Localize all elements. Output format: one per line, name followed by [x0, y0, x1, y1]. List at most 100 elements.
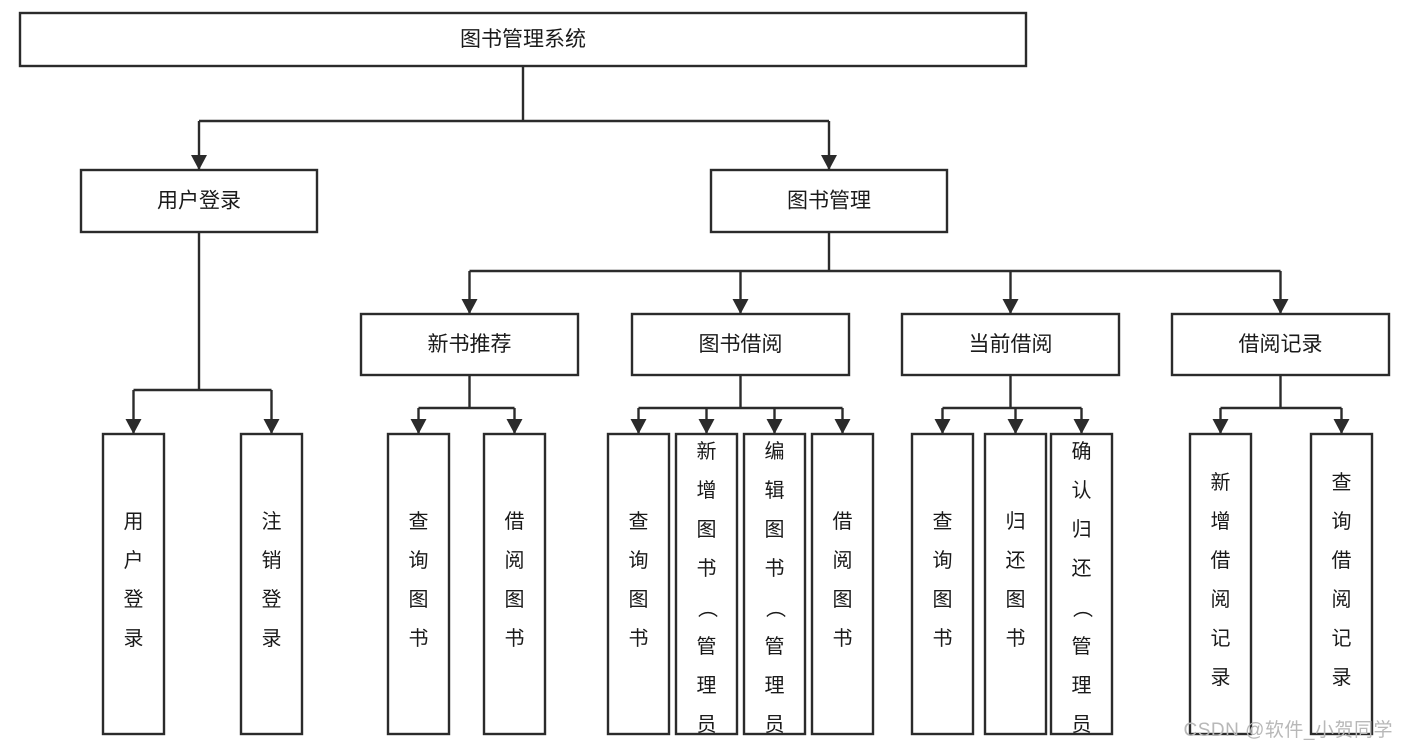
svg-text:借: 借	[1332, 549, 1352, 572]
svg-text:询: 询	[933, 549, 953, 572]
node-l3-新书推荐[interactable]: 新书推荐	[359, 312, 580, 377]
node-l3-图书借阅-label: 图书借阅	[699, 333, 783, 356]
node-l3-新书推荐-rect[interactable]	[359, 312, 580, 377]
node-leaf-0-用户登录-rect[interactable]	[101, 432, 166, 736]
arrow-head-icon	[934, 419, 951, 434]
svg-text:图: 图	[629, 589, 649, 611]
svg-text:员: 员	[1072, 714, 1092, 736]
node-l2-图书管理[interactable]: 图书管理	[709, 168, 949, 234]
svg-text:图: 图	[833, 589, 853, 611]
svg-text:查: 查	[933, 510, 953, 533]
node-root-图书管理系统-label: 图书管理系统	[460, 28, 586, 51]
arrow-head-icon	[410, 419, 427, 434]
node-leaf-11-新增借阅记录-rect[interactable]	[1188, 432, 1253, 736]
svg-text:用: 用	[124, 511, 144, 533]
svg-text:阅: 阅	[833, 549, 853, 572]
node-root-图书管理系统[interactable]: 图书管理系统	[18, 11, 1028, 68]
csdn-watermark: CSDN @软件_小贺同学	[1183, 720, 1393, 741]
arrow-head-icon	[834, 419, 851, 434]
arrow-head-icon	[821, 155, 837, 170]
arrow-head-icon	[1002, 299, 1019, 314]
arrow-head-icon	[630, 419, 647, 434]
svg-text:询: 询	[629, 549, 649, 572]
svg-text:认: 认	[1072, 479, 1092, 502]
node-leaf-3-借阅图书-rect[interactable]	[482, 432, 547, 736]
svg-text:编: 编	[765, 440, 785, 463]
node-leaf-5-新增图书管理员-rect[interactable]	[674, 432, 739, 736]
node-l2-用户登录-rect[interactable]	[79, 168, 319, 234]
svg-text:查: 查	[629, 510, 649, 533]
node-l3-借阅记录-label: 借阅记录	[1239, 333, 1323, 356]
svg-text:新: 新	[1211, 471, 1231, 494]
node-l2-图书管理-rect[interactable]	[709, 168, 949, 234]
svg-text:员: 员	[765, 714, 785, 736]
node-leaf-0-用户登录[interactable]: 用户登录	[101, 432, 166, 736]
node-l3-借阅记录[interactable]: 借阅记录	[1170, 312, 1391, 377]
arrow-head-icon	[191, 155, 207, 170]
node-l2-图书管理-label: 图书管理	[787, 190, 871, 213]
svg-text:图: 图	[409, 589, 429, 611]
node-leaf-4-查询图书-rect[interactable]	[606, 432, 671, 736]
svg-text:销: 销	[262, 549, 282, 572]
arrow-head-icon	[506, 419, 523, 434]
node-leaf-6-编辑图书管理员-rect[interactable]	[742, 432, 807, 736]
svg-text:借: 借	[505, 510, 525, 533]
svg-text:书: 书	[1006, 627, 1026, 650]
svg-text:记: 记	[1332, 627, 1352, 650]
node-l3-图书借阅[interactable]: 图书借阅	[630, 312, 851, 377]
svg-text:管: 管	[765, 635, 785, 658]
node-l3-借阅记录-rect[interactable]	[1170, 312, 1391, 377]
svg-text:录: 录	[262, 628, 282, 650]
node-leaf-2-查询图书-rect[interactable]	[386, 432, 451, 736]
node-l2-用户登录[interactable]: 用户登录	[79, 168, 319, 234]
node-leaf-9-归还图书-rect[interactable]	[983, 432, 1048, 736]
svg-text:阅: 阅	[1211, 588, 1231, 611]
node-leaf-1-注销登录-rect[interactable]	[239, 432, 304, 736]
arrow-head-icon	[1073, 419, 1090, 434]
node-leaf-12-查询借阅记录-rect[interactable]	[1309, 432, 1374, 736]
arrow-head-icon	[732, 299, 749, 314]
node-leaf-7-借阅图书-rect[interactable]	[810, 432, 875, 736]
arrow-head-icon	[125, 419, 142, 434]
node-l2-用户登录-label: 用户登录	[157, 190, 241, 213]
connector-layer	[125, 66, 1350, 434]
svg-text:确: 确	[1072, 440, 1092, 463]
node-leaf-10-确认归还管理员-rect[interactable]	[1049, 432, 1114, 736]
arrow-head-icon	[263, 419, 280, 434]
node-root-图书管理系统-rect[interactable]	[18, 11, 1028, 68]
svg-text:书: 书	[765, 557, 785, 580]
node-l3-当前借阅-rect[interactable]	[900, 312, 1121, 377]
svg-text:理: 理	[1072, 675, 1092, 697]
svg-text:查: 查	[409, 510, 429, 533]
svg-text:图: 图	[505, 589, 525, 611]
svg-text:管: 管	[697, 635, 717, 658]
arrow-head-icon	[766, 419, 783, 434]
node-l3-图书借阅-rect[interactable]	[630, 312, 851, 377]
node-l3-当前借阅[interactable]: 当前借阅	[900, 312, 1121, 377]
svg-text:图: 图	[765, 519, 785, 541]
svg-text:还: 还	[1006, 549, 1026, 572]
svg-text:借: 借	[833, 510, 853, 533]
node-leaf-8-查询图书-rect[interactable]	[910, 432, 975, 736]
